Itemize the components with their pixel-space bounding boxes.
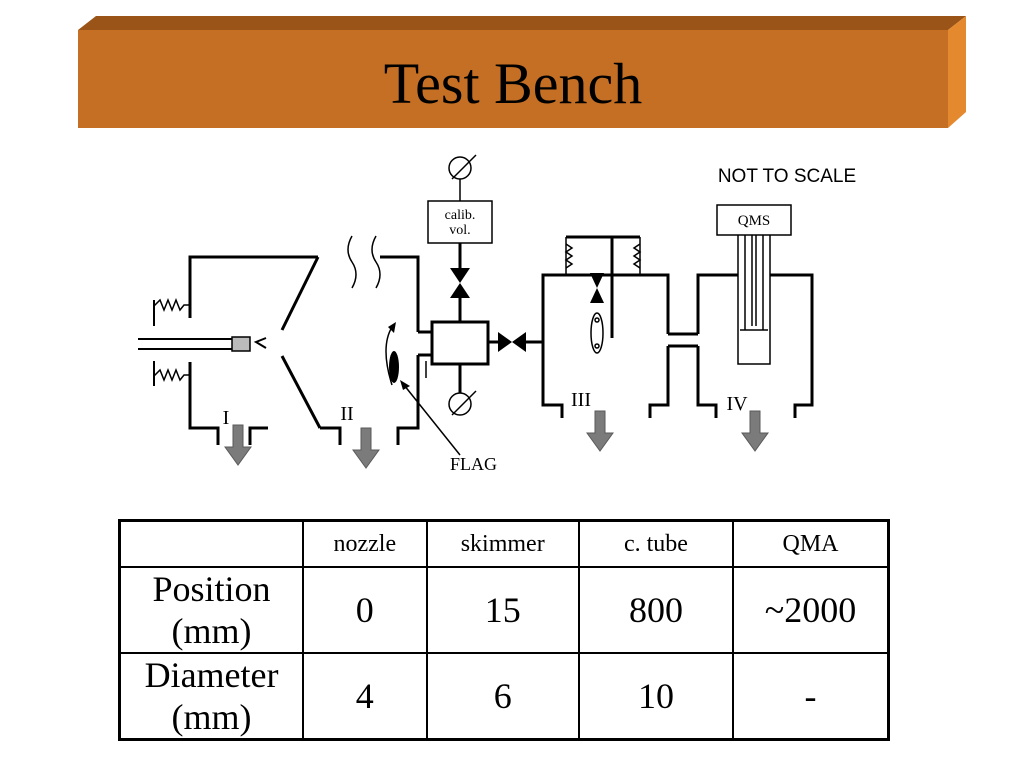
test-bench-schematic: calib. vol. FLAG QMS — [138, 154, 856, 474]
stage-label-I: I — [223, 407, 230, 429]
table-cell: 15 — [425, 566, 580, 654]
qms-probe — [737, 235, 771, 365]
stage-label-IV: IV — [726, 393, 748, 415]
flag-icon — [389, 351, 399, 383]
break-marks — [347, 235, 381, 289]
table-cell: - — [732, 652, 890, 741]
sample-cell — [430, 320, 490, 366]
pump-arrow-IV-icon — [741, 410, 769, 452]
chamber-IV-lower — [696, 346, 718, 418]
springs — [564, 237, 642, 354]
header-cell-empty — [118, 519, 305, 568]
vertical-valve-icon — [450, 268, 470, 283]
qms-box — [716, 204, 792, 236]
row-label-diameter: Diameter (mm) — [118, 652, 305, 741]
chamber-IV-wall — [696, 273, 738, 334]
not-to-scale-note: NOT TO SCALE — [718, 166, 856, 187]
banner-top-bevel — [78, 16, 966, 30]
title-banner — [78, 16, 966, 128]
chamber-I-lower — [188, 362, 220, 445]
flag — [385, 322, 461, 456]
chamber-II-base — [320, 426, 342, 445]
chamber-III-base — [648, 346, 670, 418]
calibration-volume-box — [427, 200, 493, 244]
flag-label: FLAG — [450, 454, 497, 474]
gauge-bottom-icon — [448, 392, 472, 416]
table-cell: 0 — [302, 566, 428, 654]
skimmer-upper — [280, 256, 320, 331]
chamber-II-bottom — [396, 355, 420, 445]
banner-side-bevel — [948, 16, 966, 128]
chamber-II-top — [380, 255, 420, 332]
chamber-III-lower — [541, 342, 564, 418]
gauge-top-icon — [448, 156, 472, 180]
header-cell-qma: QMA — [732, 519, 890, 568]
row-label-position: Position (mm) — [118, 566, 305, 654]
stage-label-II: II — [340, 403, 353, 425]
table-cell: 800 — [577, 566, 735, 654]
page-title: Test Bench — [383, 51, 643, 116]
table-cell: 4 — [302, 652, 428, 741]
table-cell: 10 — [577, 652, 735, 741]
chamber-III-wall — [541, 273, 670, 342]
stage-label-III: III — [571, 389, 591, 411]
table-row: Position (mm) 0 15 800 ~2000 — [118, 566, 890, 654]
header-cell-nozzle: nozzle — [302, 519, 428, 568]
pump-arrow-II-icon — [352, 427, 380, 469]
gauges — [448, 154, 477, 416]
pump-arrow-III-icon — [586, 410, 614, 452]
skimmer-lower — [280, 355, 322, 429]
header-cell-skimmer: skimmer — [425, 519, 580, 568]
shutter-icon — [590, 312, 604, 354]
calib-label: calib. — [445, 208, 476, 223]
qms-label: QMS — [738, 213, 771, 229]
chamber-IV-wall-right — [770, 273, 814, 418]
vacuum-chambers — [188, 235, 814, 445]
vol-label: vol. — [449, 223, 470, 238]
nozzle-tip — [231, 336, 251, 352]
pump-arrow-I-icon — [224, 424, 252, 466]
dimensions-table: nozzle skimmer c. tube QMA Position (mm)… — [118, 519, 890, 741]
table-header-row: nozzle skimmer c. tube QMA — [118, 519, 890, 568]
header-cell-c-tube: c. tube — [577, 519, 735, 568]
table-row: Diameter (mm) 4 6 10 - — [118, 652, 890, 741]
table-cell: 6 — [425, 652, 580, 741]
horizontal-valve-icon — [498, 332, 512, 352]
valves — [450, 268, 604, 352]
table-cell: ~2000 — [732, 566, 890, 654]
banner-front — [78, 30, 948, 128]
butterfly-valve-icon — [590, 273, 604, 288]
chamber-I-wall — [188, 255, 318, 318]
chamber-I-base — [248, 426, 268, 445]
nozzle-assembly — [138, 297, 267, 386]
